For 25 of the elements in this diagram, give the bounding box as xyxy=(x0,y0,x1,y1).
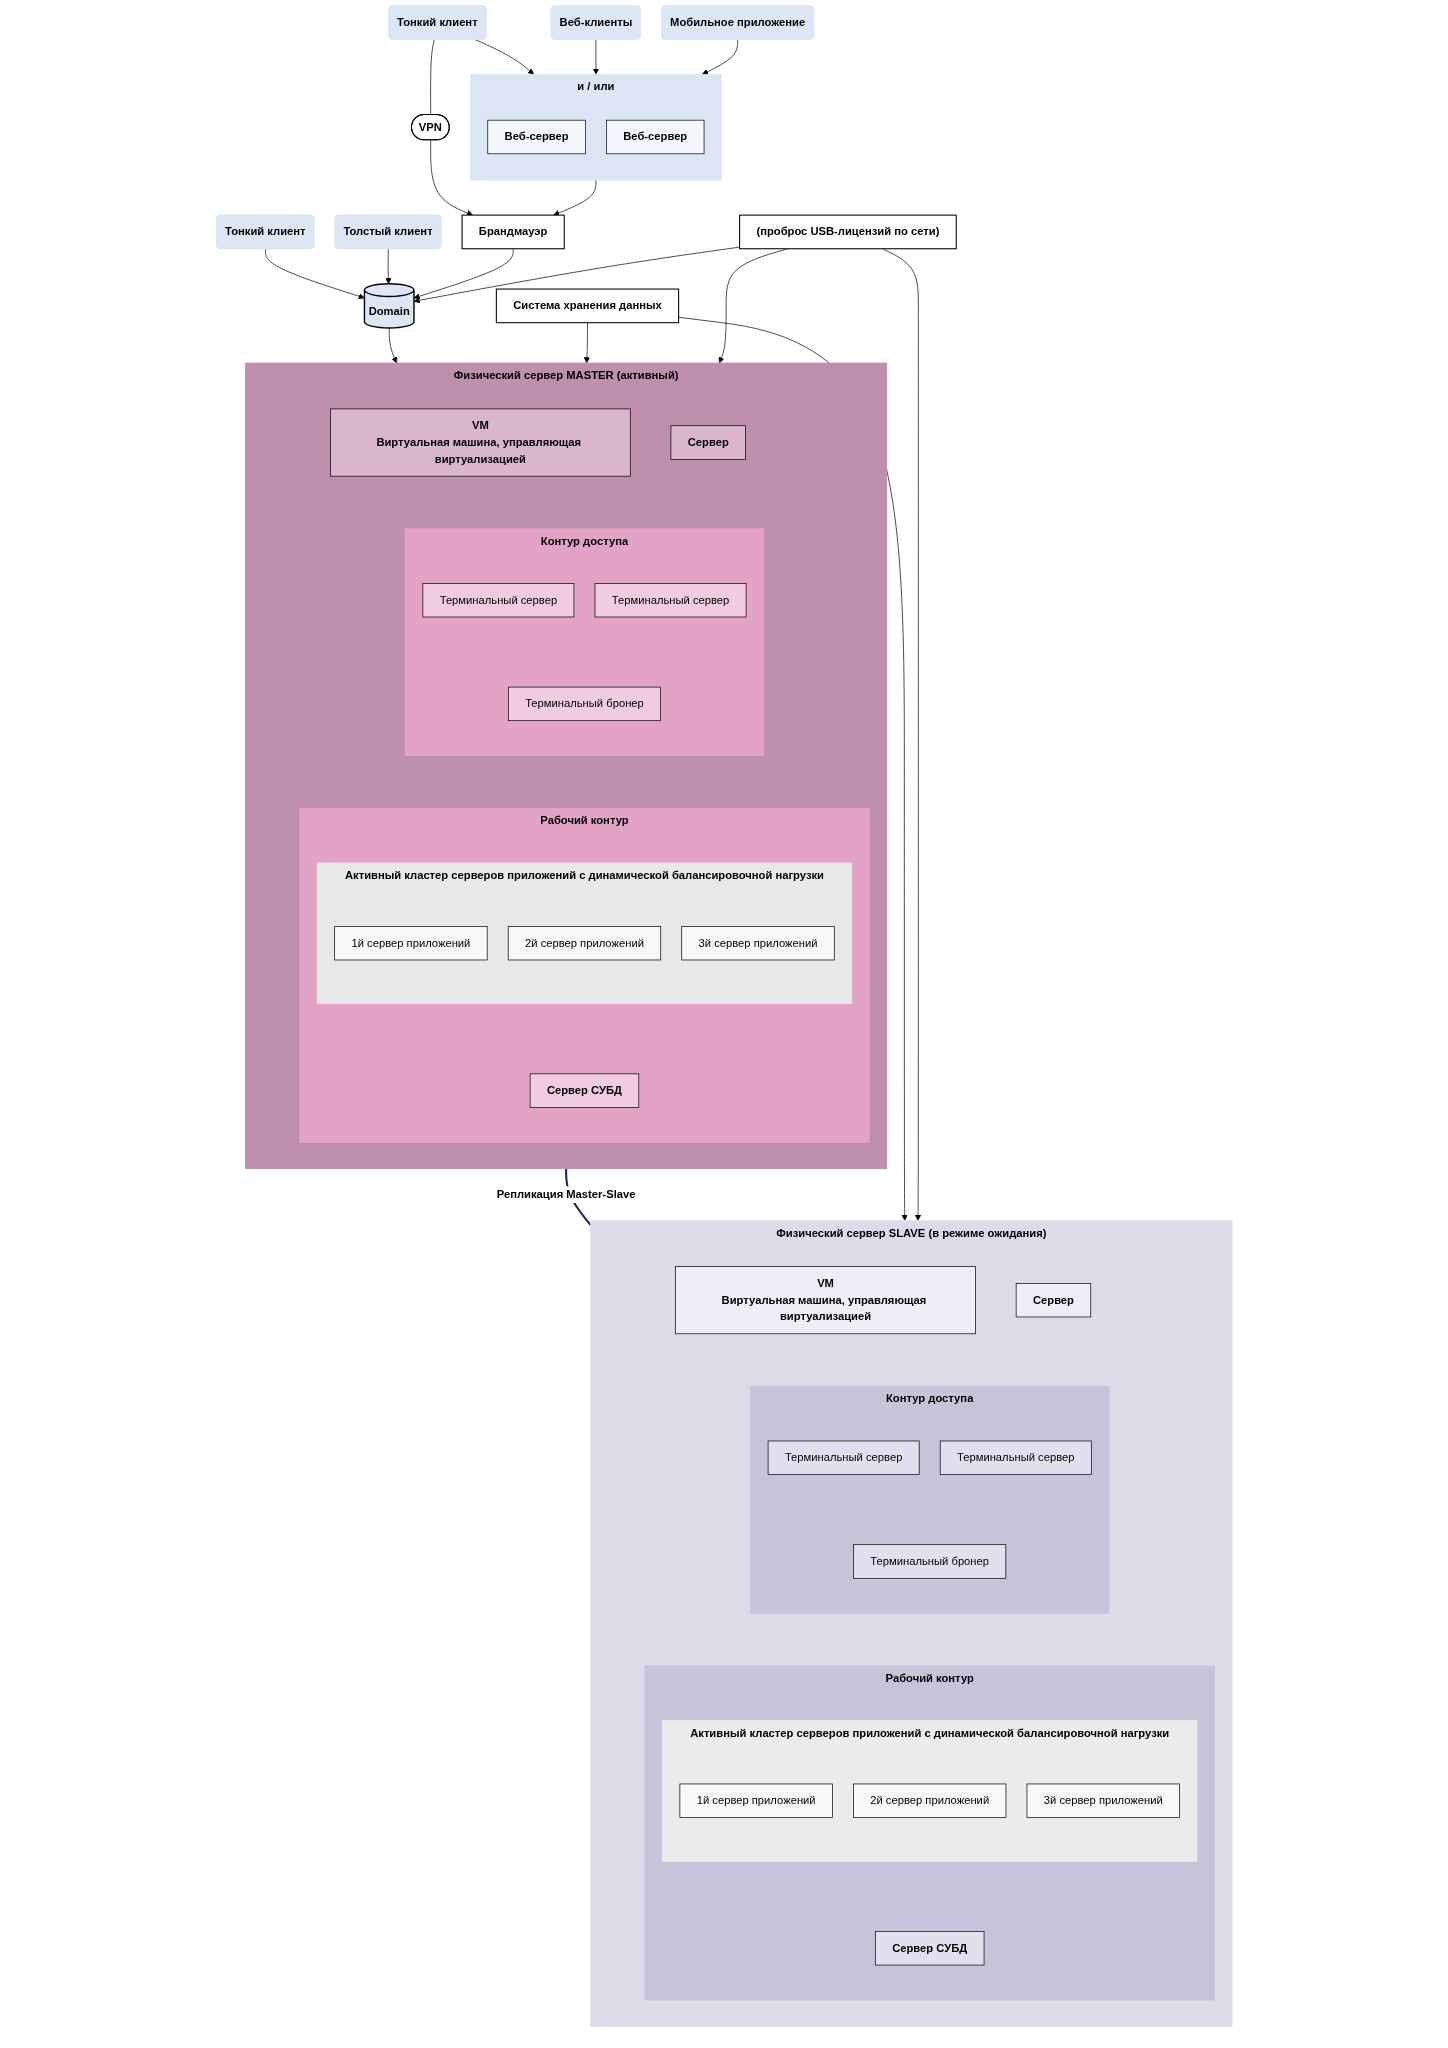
node-box: Сервер xyxy=(1015,1283,1091,1318)
edge-label: Репликация Master-Slave xyxy=(496,1188,636,1201)
node-box: 1й сервер приложений xyxy=(679,1783,833,1818)
node-box: Система хранения данных xyxy=(495,288,679,324)
node-box: Веб-сервер xyxy=(605,119,705,155)
node-box: Сервер СУБД xyxy=(874,1931,985,1966)
node-box: (проброс USB-лицензий по сети) xyxy=(738,214,957,250)
node-box: 2й сервер приложений xyxy=(507,926,661,961)
node-box: 1й сервер приложений xyxy=(333,926,488,961)
node-box: 3й сервер приложений xyxy=(1026,1783,1180,1818)
node-box: Терминальный сервер xyxy=(422,583,574,618)
node-box: Терминальный сервер xyxy=(767,1440,920,1475)
node-box: Веб-сервер xyxy=(487,119,586,155)
connector xyxy=(429,39,435,116)
node-box: VM Виртуальная машина, управляющая виртуализацией xyxy=(329,408,631,477)
node-box: Сервер xyxy=(670,425,746,460)
node-box: Терминальный бронер xyxy=(852,1544,1006,1579)
node-box: Терминальный бронер xyxy=(507,686,661,722)
node-box: 3й сервер приложений xyxy=(681,926,835,961)
node-box: Сервер СУБД xyxy=(529,1073,639,1108)
node-box: Терминальный сервер xyxy=(939,1440,1092,1475)
node-box: 2й сервер приложений xyxy=(852,1783,1006,1818)
node-box: VM Виртуальная машина, управляющая виртуализацией xyxy=(674,1266,976,1335)
node-box: Терминальный сервер xyxy=(594,583,747,618)
node-box: Брандмауэр xyxy=(461,214,565,250)
